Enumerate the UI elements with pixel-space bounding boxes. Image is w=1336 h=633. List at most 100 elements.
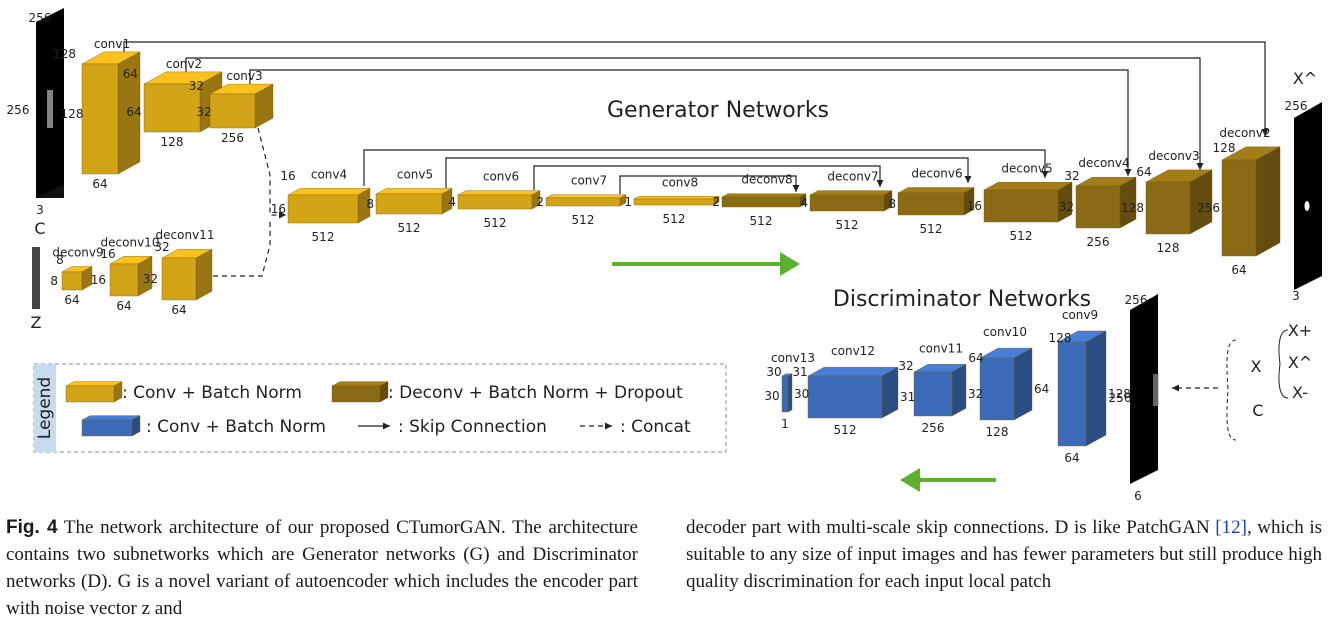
disc-input-body	[1153, 374, 1159, 406]
width-conv13: 1	[781, 417, 789, 431]
width-conv8: 512	[663, 212, 686, 226]
height-conv1: 128	[61, 107, 84, 121]
disc-input-height: 256	[1125, 293, 1148, 307]
label-deconv11: deconv11	[156, 228, 215, 242]
output-height-label: 256	[1285, 99, 1308, 113]
block-conv10	[979, 347, 1033, 421]
label-deconv9: deconv9	[52, 246, 103, 260]
width-deconv8: 512	[750, 214, 773, 228]
label-deconv4: deconv4	[1078, 156, 1129, 170]
block-conv13	[781, 373, 793, 413]
block-deconv10	[109, 255, 153, 297]
block-conv8-top	[633, 196, 720, 200]
block-deconv6-top	[897, 187, 975, 194]
height-conv12: 31	[900, 390, 915, 404]
legend-swatch-disc-conv-top	[81, 415, 141, 421]
disc-label-x-hat: X^	[1288, 353, 1312, 372]
channels-conv9: 128	[1049, 331, 1072, 345]
width-deconv9: 64	[64, 293, 79, 307]
label-conv13: conv13	[771, 351, 815, 365]
height-deconv6: 8	[888, 197, 896, 211]
block-conv10-front	[979, 357, 1015, 421]
block-deconv7	[809, 190, 893, 212]
legend-label-skip: : Skip Connection	[398, 417, 547, 437]
label-deconv3: deconv3	[1148, 149, 1199, 163]
figure-caption-right: decoder part with multi-scale skip conne…	[686, 514, 1322, 595]
output-channels-label: 3	[1292, 289, 1300, 303]
label-deconv6: deconv6	[911, 167, 962, 181]
width-conv10: 128	[986, 425, 1009, 439]
height-deconv2: 256	[1197, 201, 1220, 215]
block-deconv9-front	[61, 271, 83, 291]
block-deconv8	[721, 193, 807, 208]
height-conv6: 4	[448, 195, 456, 209]
disc-input-width: 256	[1109, 391, 1132, 405]
legend-swatch-deconv-top	[331, 381, 389, 387]
height-conv7: 2	[536, 195, 544, 209]
noise-label: Z	[31, 313, 42, 332]
block-conv11-front	[913, 371, 953, 417]
legend-label-deconv: : Deconv + Batch Norm + Dropout	[388, 383, 683, 403]
width-conv7: 512	[572, 213, 595, 227]
width-conv12: 512	[834, 423, 857, 437]
block-conv7	[545, 194, 627, 207]
concat-noise	[204, 220, 271, 277]
input-image-body	[47, 90, 53, 128]
label-conv3: conv3	[226, 69, 262, 83]
width-deconv2: 64	[1231, 263, 1246, 277]
height-deconv7: 4	[800, 196, 808, 210]
citation-link[interactable]: [12]	[1215, 517, 1247, 538]
output-image-spot	[1304, 201, 1310, 211]
block-deconv10-front	[109, 263, 139, 297]
label-conv2: conv2	[166, 57, 202, 71]
block-conv11	[913, 363, 967, 417]
block-conv9	[1057, 330, 1107, 447]
height-conv4: 16	[271, 202, 286, 216]
channels-deconv4: 32	[1064, 169, 1079, 183]
block-conv5	[375, 188, 453, 215]
disc-input-channels: 6	[1134, 489, 1142, 503]
block-deconv11	[161, 248, 213, 301]
block-conv2-front	[143, 83, 201, 133]
legend: Legend	[33, 363, 727, 453]
height-deconv4: 32	[1059, 200, 1074, 214]
legend-label-concat: : Concat	[620, 417, 691, 437]
width-conv9: 64	[1064, 451, 1079, 465]
block-conv12-side	[881, 366, 899, 419]
legend-swatch-disc-conv	[81, 415, 141, 437]
channels-conv2: 64	[123, 67, 138, 81]
height-conv9: 128	[1108, 387, 1131, 401]
input-width-label: 256	[7, 103, 30, 117]
disc-label-c: C	[1252, 401, 1263, 420]
width-deconv7: 512	[836, 218, 859, 232]
block-conv6	[457, 190, 541, 210]
width-deconv11: 64	[171, 303, 186, 317]
caption-text-right-2: , which is suitable to any size of input…	[686, 517, 1323, 592]
height-conv3: 32	[196, 105, 211, 119]
block-deconv2-side	[1255, 146, 1281, 257]
block-deconv11-front	[161, 257, 197, 301]
block-conv1-front	[81, 63, 119, 175]
block-conv7-front	[545, 197, 621, 207]
label-deconv7: deconv7	[827, 170, 878, 184]
block-conv9-front	[1057, 341, 1087, 447]
height-conv2: 64	[126, 105, 141, 119]
figure-caption-left: Fig. 4 The network architecture of our p…	[6, 514, 638, 622]
height-conv10: 64	[1034, 382, 1049, 396]
legend-title-bg	[34, 364, 56, 452]
width-deconv3: 128	[1157, 241, 1180, 255]
block-conv5-top	[375, 188, 453, 195]
height-conv13-left: 30	[764, 389, 779, 403]
disc-input-image	[1130, 294, 1158, 484]
skip-conv3-deconv4	[249, 69, 1132, 176]
channels-conv4: 16	[280, 169, 295, 183]
block-conv13-side	[787, 373, 793, 413]
width-conv4: 512	[312, 230, 335, 244]
discriminator-title: Discriminator Networks	[833, 287, 1091, 312]
label-conv11: conv11	[919, 341, 963, 355]
skip-conv7-deconv8	[619, 175, 800, 194]
block-conv6-top	[457, 190, 541, 196]
output-label: X^	[1293, 69, 1317, 88]
block-conv6-front	[457, 194, 533, 210]
width-deconv6: 512	[920, 222, 943, 236]
